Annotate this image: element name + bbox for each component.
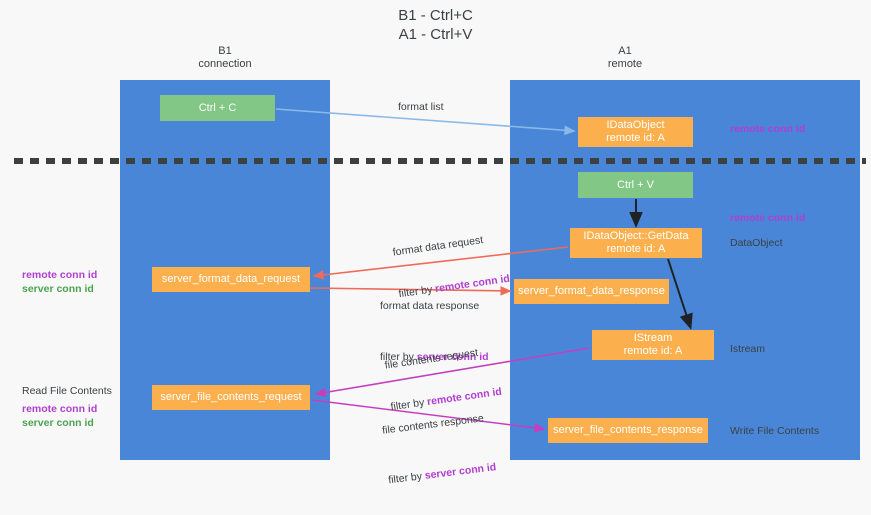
- label-format-data-response: format data response filter by server co…: [380, 271, 489, 392]
- label-format-list: format list: [398, 101, 444, 113]
- annotation-left-server-conn-id-1: server conn id: [22, 283, 94, 295]
- box-server-format-data-response[interactable]: server_format_data_response: [514, 279, 669, 304]
- box-server-file-contents-request[interactable]: server_file_contents_request: [152, 385, 310, 410]
- column-header-a1: A1 remote: [607, 45, 643, 70]
- column-header-b1: B1 connection: [198, 45, 252, 70]
- page-title: B1 - Ctrl+C A1 - Ctrl+V: [398, 7, 473, 43]
- label-file-contents-response-line1: file contents response: [381, 412, 485, 437]
- label-format-data-response-line1: format data response: [380, 300, 480, 312]
- annotation-right-istream: Istream: [730, 343, 766, 355]
- annotation-right-remote-conn-id-2: remote conn id: [730, 212, 806, 224]
- annotation-left-remote-conn-id-2: remote conn id: [22, 403, 98, 415]
- box-server-format-data-request[interactable]: server_format_data_request: [152, 267, 310, 292]
- label-file-contents-response-line2: filter by server conn id: [388, 460, 497, 487]
- annotation-left-read-file-contents: Read File Contents: [22, 385, 112, 397]
- box-istream[interactable]: IStream remote id: A: [592, 330, 714, 360]
- label-file-contents-request-line1: file contents request: [384, 346, 479, 372]
- box-ctrl-c[interactable]: Ctrl + C: [160, 95, 275, 121]
- annotation-right-dataobject: DataObject: [730, 237, 783, 249]
- diagram-canvas: B1 - Ctrl+C A1 - Ctrl+V B1 connection A1…: [14, 7, 866, 486]
- label-file-contents-response: file contents response filter by server …: [378, 383, 500, 515]
- filter-key-server-conn-id: server conn id: [424, 461, 497, 482]
- annotation-right-remote-conn-id-1: remote conn id: [730, 123, 806, 135]
- label-format-data-response-line2: filter by server conn id: [380, 350, 489, 364]
- annotation-right-write-file-contents: Write File Contents: [730, 425, 820, 437]
- box-idataobject-getdata[interactable]: IDataObject::GetData remote id: A: [570, 228, 702, 258]
- annotation-left-server-conn-id-2: server conn id: [22, 417, 94, 429]
- box-ctrl-v[interactable]: Ctrl + V: [578, 172, 693, 198]
- filter-prefix: filter by: [380, 351, 417, 363]
- filter-key-server-conn-id: server conn id: [416, 351, 489, 363]
- box-idataobject[interactable]: IDataObject remote id: A: [578, 117, 693, 147]
- label-format-data-request-line1: format data request: [392, 234, 484, 259]
- annotation-left-remote-conn-id-1: remote conn id: [22, 269, 98, 281]
- filter-prefix: filter by: [387, 469, 426, 487]
- box-server-file-contents-response[interactable]: server_file_contents_response: [548, 418, 708, 443]
